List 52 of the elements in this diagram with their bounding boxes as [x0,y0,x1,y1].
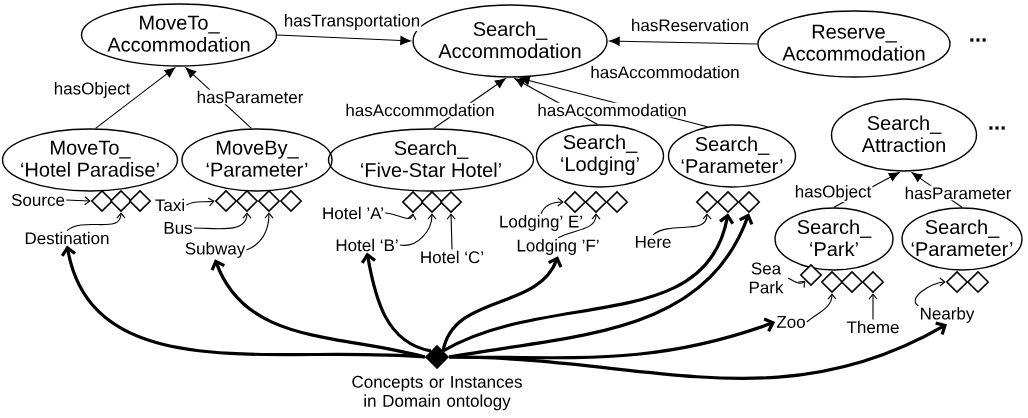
leader-arrow [806,293,837,323]
leader-arrow [446,213,456,251]
leader-arrow [65,196,91,206]
instance-label: Here [635,236,671,248]
instance-label: Theme [846,320,899,334]
edge-label: hasObject [793,184,873,202]
instance-label: Subway [185,242,246,258]
relation-arrow [95,67,176,129]
leader-arrow [399,213,437,246]
leader-arrow [557,213,601,239]
edge-label: hasAccommodation [344,102,496,118]
relation-arrow [185,67,252,129]
instance-label: Hotel ‘C’ [421,250,484,264]
instance-label: Hotel ’A’ [323,206,383,220]
instance-label: Hotel ‘B’ [336,238,398,252]
instance-label: Lodging ’F’ [517,239,599,255]
leader-arrow [66,212,126,232]
leader-arrow [185,197,215,207]
mapping-arrow [60,245,425,359]
leader-arrow [652,213,712,236]
instance-label: Source [11,194,65,207]
ellipsis-mark: ... [989,126,1005,130]
edge-label: hasParameter [195,89,305,105]
leader-arrow [193,212,252,230]
leader-arrow [914,277,946,307]
leader-arrow [787,277,806,289]
mapping-arrow [449,321,947,380]
instance-label: Bus [164,222,193,234]
relation-arrow [276,34,411,46]
edge-label: hasReservation [629,17,751,33]
relation-label: hasAccommodation [591,65,739,79]
leader-arrow [540,197,564,215]
instance-label: Taxi [155,198,184,212]
instance-label: Zoo [776,316,805,328]
relation-arrow [433,78,506,129]
instance-label: Destination [25,231,109,245]
mapping-arrow [441,256,563,352]
edge-label: hasObject [52,81,132,99]
edge-label: hasAccommodation [536,102,688,118]
edge-label: hasParameter [903,185,1013,201]
edge-label: hasTransportation [282,13,422,31]
leader-arrow [868,293,878,321]
mapping-arrow [360,252,432,353]
instance-label: Lodging’ E’ [500,215,582,231]
ontology-caption: Concepts or Instances in Domain ontology [352,375,522,411]
leader-arrow [384,212,417,221]
relation-arrow [609,36,758,46]
ellipsis-mark: ... [970,38,986,42]
instance-label: Nearby [921,307,975,323]
relation-arrow [911,172,963,208]
mapping-arrow [210,259,426,359]
leader-arrow [245,212,274,251]
